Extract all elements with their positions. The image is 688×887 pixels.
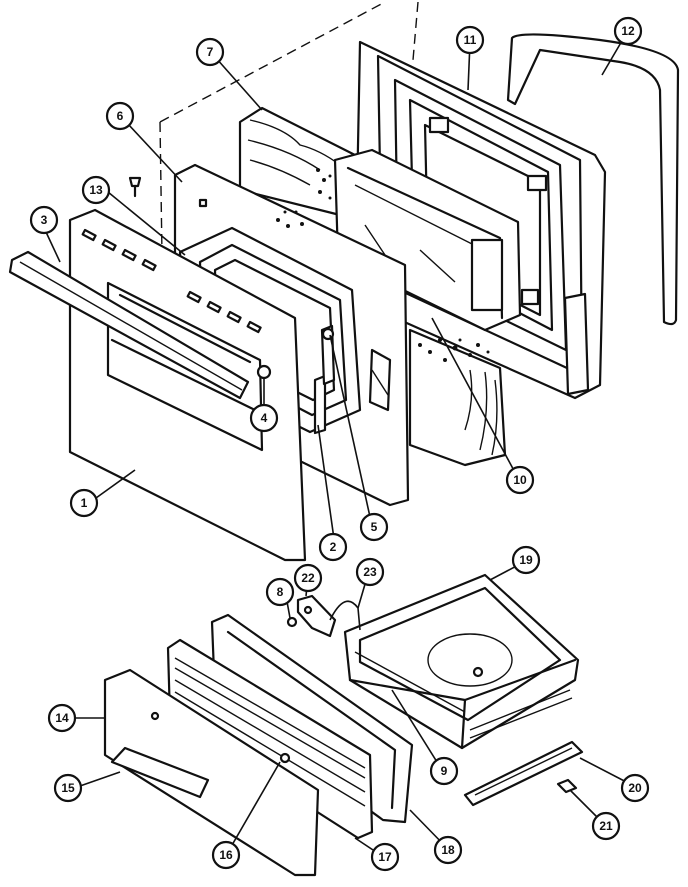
callout-13: 13 xyxy=(81,175,111,205)
callout-17-label: 17 xyxy=(378,850,392,864)
callout-8: 8 xyxy=(265,577,295,607)
callout-21: 21 xyxy=(591,811,621,841)
part-10-glass-insulation-pack xyxy=(333,148,522,467)
callout-6: 6 xyxy=(105,101,135,131)
callout-22-label: 22 xyxy=(301,571,315,585)
part-8-screw xyxy=(286,616,298,628)
callout-23-label: 23 xyxy=(363,565,377,579)
part-22-bracket xyxy=(296,594,337,638)
alignment-dashed-lines xyxy=(159,1,419,256)
callout-5-label: 5 xyxy=(371,520,378,534)
callout-9-label: 9 xyxy=(441,764,448,778)
callout-1: 1 xyxy=(69,488,99,518)
part-19-drawer-box xyxy=(343,573,580,750)
callout-7-label: 7 xyxy=(207,45,214,59)
callout-23: 23 xyxy=(355,557,385,587)
callout-12-label: 12 xyxy=(621,24,635,38)
callout-11: 11 xyxy=(455,25,485,55)
screw xyxy=(128,176,142,198)
part-7-insulation xyxy=(238,106,357,217)
callout-13-label: 13 xyxy=(89,183,103,197)
callout-14: 14 xyxy=(47,703,77,733)
part-12-door-gasket xyxy=(506,33,680,326)
callout-18: 18 xyxy=(433,835,463,865)
callout-3: 3 xyxy=(29,205,59,235)
callout-17: 17 xyxy=(370,842,400,872)
callout-6-label: 6 xyxy=(117,109,124,123)
callout-5: 5 xyxy=(359,512,389,542)
callout-2: 2 xyxy=(318,532,348,562)
callout-20: 20 xyxy=(620,773,650,803)
callout-22: 22 xyxy=(293,563,323,593)
part-2-hinge xyxy=(313,374,327,435)
callout-4-label: 4 xyxy=(261,411,268,425)
callout-19-label: 19 xyxy=(519,553,533,567)
callout-10-lower: 10 xyxy=(448,848,452,852)
callout-11-label: 11 xyxy=(464,33,477,47)
callout-8-label: 8 xyxy=(277,585,284,599)
callout-9: 9 xyxy=(429,756,459,786)
part-1-outer-door-panel xyxy=(68,208,307,562)
callout-20-label: 20 xyxy=(628,781,642,795)
callout-16-label: 16 xyxy=(219,848,233,862)
callout-4: 4 xyxy=(249,403,279,433)
callout-16: 16 xyxy=(211,840,241,870)
callout-12: 12 xyxy=(613,16,643,46)
callout-18-label: 18 xyxy=(441,843,455,857)
callout-19: 19 xyxy=(511,545,541,575)
callout-10: 10 xyxy=(505,465,535,495)
part-5-hinge-pin xyxy=(320,324,336,386)
part-14-drawer-front xyxy=(103,668,320,877)
part-3-door-handle xyxy=(8,250,250,400)
callout-1-label: 1 xyxy=(81,496,88,510)
part-15-drawer-handle xyxy=(110,746,210,799)
part-20-drawer-rail xyxy=(463,740,584,807)
callout-10-label: 10 xyxy=(513,473,527,487)
part-21-nut xyxy=(556,778,578,794)
callout-2-label: 2 xyxy=(330,540,337,554)
callout-7: 7 xyxy=(195,37,225,67)
callout-14-label: 14 xyxy=(55,711,69,725)
callout-15: 15 xyxy=(53,773,83,803)
callout-3-label: 3 xyxy=(41,213,48,227)
door-vent-slots xyxy=(81,228,262,334)
callout-15-label: 15 xyxy=(61,781,75,795)
callout-21-label: 21 xyxy=(599,819,613,833)
part-23-wire xyxy=(329,600,361,631)
